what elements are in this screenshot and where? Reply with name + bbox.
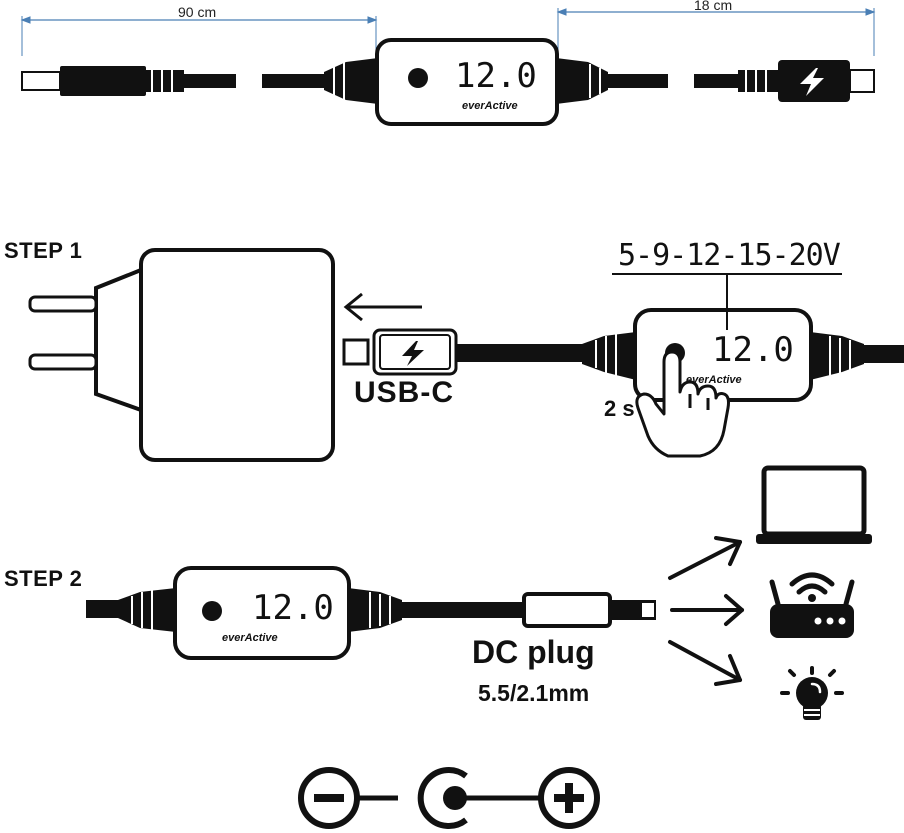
output-arrows (668, 536, 744, 686)
step1-strain-left (582, 332, 636, 380)
pressing-hand-icon (635, 350, 730, 458)
measure-90cm (20, 16, 378, 56)
top-display-readout: 12.0 (455, 56, 537, 96)
voltage-options-label: 5-9-12-15-20V (618, 238, 841, 273)
center-positive-barrel-icon (417, 767, 468, 829)
usbc-label: USB-C (354, 376, 454, 409)
insert-arrow-icon (343, 292, 422, 322)
router-icon (769, 572, 855, 638)
top-cable-diagram (20, 8, 876, 126)
mode-button (202, 601, 222, 621)
step2-strain-right (348, 588, 402, 632)
voltage-callout (612, 273, 842, 330)
step2-dc-plug (522, 592, 656, 628)
lightning-icon (402, 341, 424, 366)
top-dc-plug (21, 66, 236, 96)
top-module-strain-left (324, 58, 378, 104)
step2-brand-label: everActive (222, 632, 278, 644)
step1-strain-right (810, 332, 864, 380)
measure-18cm (556, 8, 876, 56)
step1-title: STEP 1 (4, 238, 83, 263)
laptop-icon (756, 465, 872, 544)
length-label-right: 18 cm (694, 0, 733, 13)
lightbulb-icon (780, 666, 844, 720)
top-brand-label: everActive (462, 100, 518, 112)
plug-prong-top (28, 295, 98, 313)
dc-plug-label: DC plug (472, 634, 595, 670)
top-usbc-plug (738, 60, 875, 102)
step2-strain-left (118, 588, 176, 632)
step1-diagram (28, 248, 904, 462)
polarity-symbol (298, 767, 600, 829)
step2-display-readout: 12.0 (252, 588, 334, 628)
step1-brand-label: everActive (686, 374, 742, 386)
button-icon (408, 68, 428, 88)
step1-usbc-plug (342, 328, 458, 376)
wall-charger (28, 248, 335, 462)
step1-display-readout: 12.0 (712, 330, 794, 370)
plug-prong-bottom (28, 353, 98, 371)
minus-icon (298, 767, 360, 829)
step2-diagram (86, 465, 872, 720)
length-label-left: 90 cm (178, 4, 217, 20)
press-duration-label: 2 s (604, 396, 635, 421)
plus-icon (538, 767, 600, 829)
step2-title: STEP 2 (4, 566, 83, 591)
dc-plug-size-label: 5.5/2.1mm (478, 680, 590, 706)
top-module-strain-right (556, 58, 608, 104)
lightning-icon (800, 68, 824, 96)
